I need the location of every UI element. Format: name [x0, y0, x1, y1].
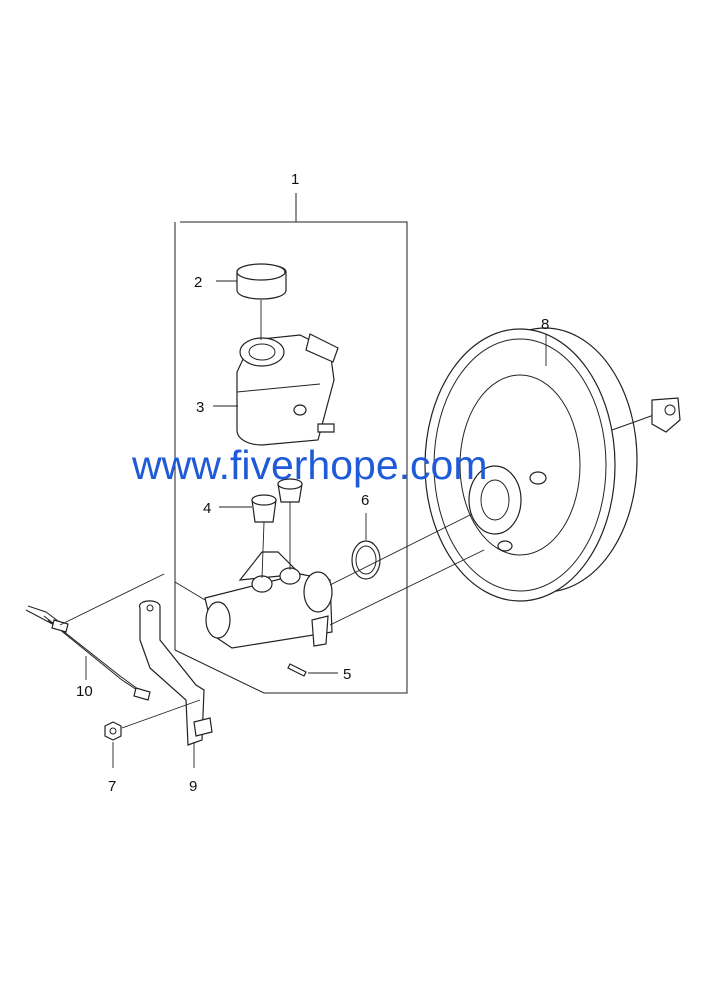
- callout-3: 3: [196, 399, 204, 416]
- reservoir: [236, 333, 339, 446]
- callout-6: 6: [361, 492, 369, 509]
- brake-pipe: [25, 605, 151, 701]
- callout-7: 7: [108, 778, 116, 795]
- callout-labels: 1 2 3 4 5 6 7 8 9 10: [76, 171, 549, 795]
- leader-lines: [59, 280, 547, 768]
- assembly-bracket: [174, 193, 408, 694]
- callout-1: 1: [291, 171, 299, 188]
- callout-4: 4: [203, 500, 211, 517]
- callout-8: 8: [541, 316, 549, 333]
- mounting-bracket: [139, 600, 213, 746]
- callout-9: 9: [189, 778, 197, 795]
- reservoir-cap: [236, 263, 287, 300]
- watermark-text: www.fiverhope.com: [131, 442, 487, 488]
- callout-10: 10: [76, 683, 93, 700]
- brake-booster: [424, 327, 681, 602]
- grommets: [251, 478, 303, 523]
- callout-2: 2: [194, 274, 202, 291]
- callout-5: 5: [343, 666, 351, 683]
- master-cylinder: [204, 551, 333, 649]
- pin: [287, 663, 307, 677]
- nut: [104, 721, 122, 741]
